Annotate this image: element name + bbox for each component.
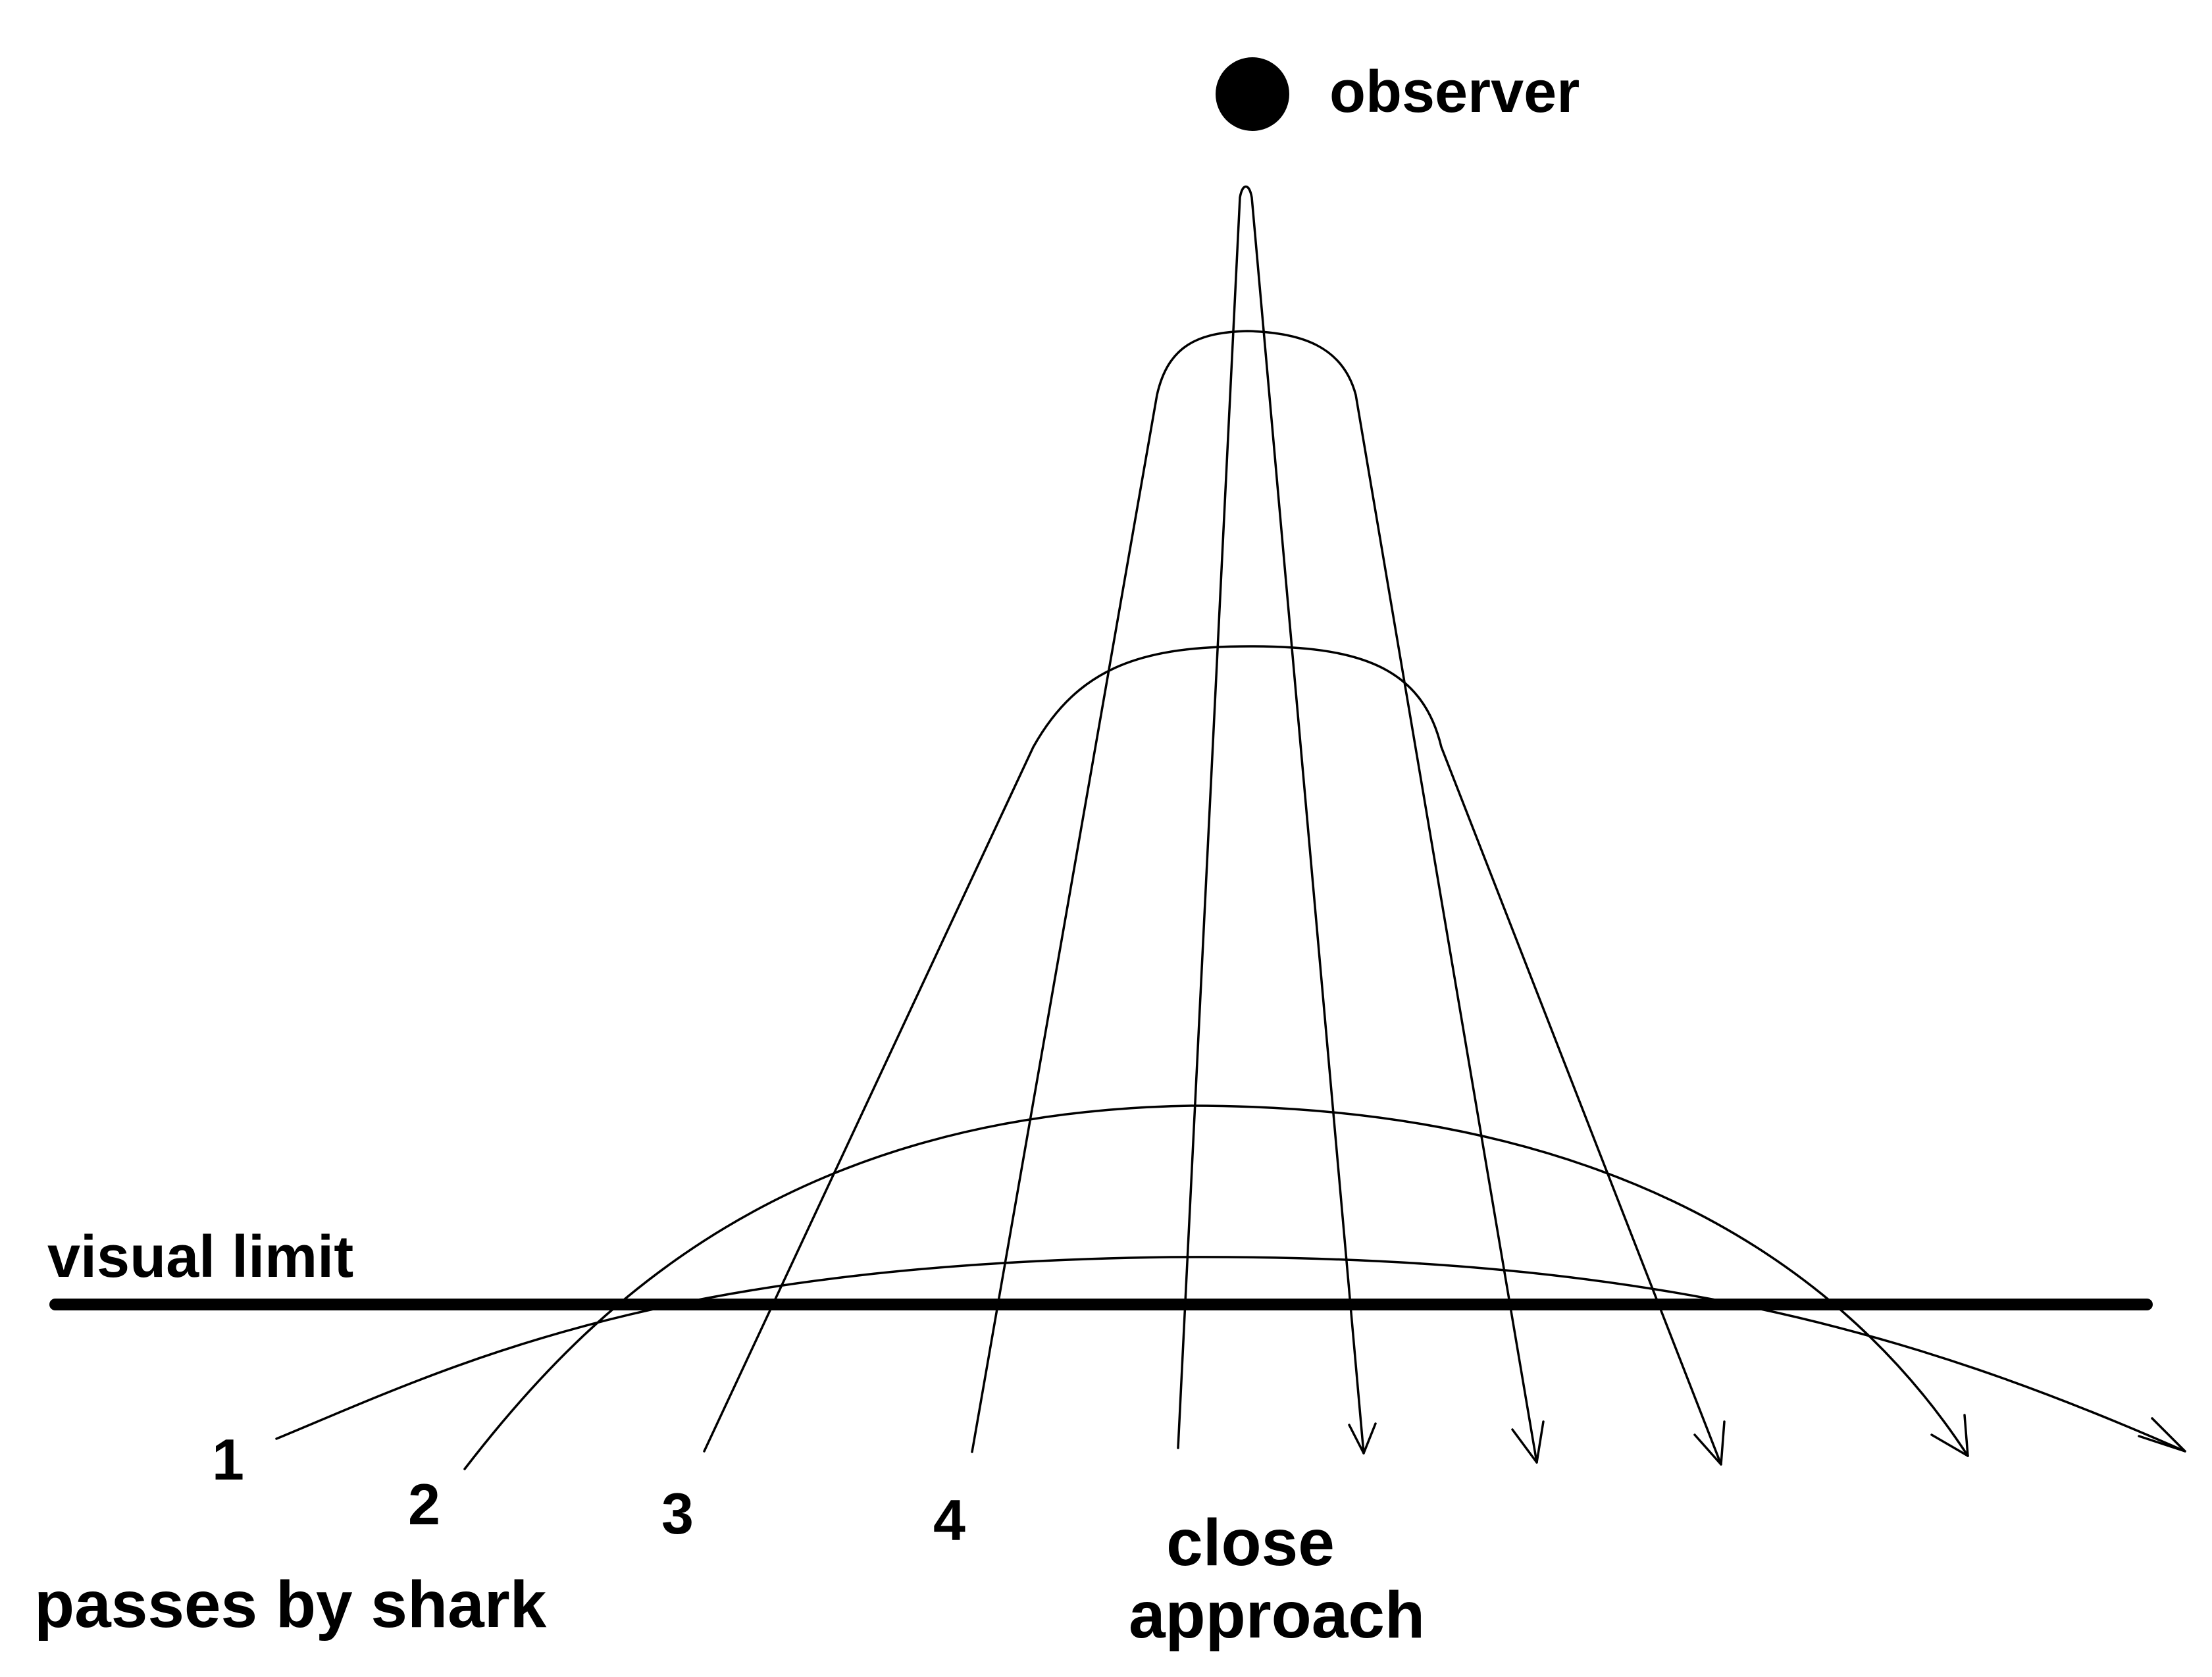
observer-marker: [1216, 57, 1289, 131]
visual-limit-label: visual limit: [47, 1224, 353, 1290]
close-approach-path: [1177, 185, 1365, 1455]
pass-4-arrowhead: [1511, 1420, 1545, 1464]
pass-2-path: [463, 1104, 1969, 1470]
pass-1-label: 1: [212, 1427, 244, 1492]
pass-2-arrowhead: [1930, 1414, 1969, 1457]
pass-2-label: 2: [408, 1472, 440, 1537]
pass-1-arrowhead: [2138, 1417, 2186, 1453]
observer-label: observer: [1329, 59, 1580, 125]
pass-3-arrowhead: [1693, 1420, 1726, 1466]
pass-1-path: [275, 1256, 2186, 1453]
pass-4-path: [971, 330, 1538, 1464]
passes-by-shark-caption: passes by shark: [34, 1568, 547, 1641]
pass-3-label: 3: [661, 1481, 694, 1546]
close-approach-arrowhead: [1348, 1422, 1377, 1455]
close-approach-label-line2: approach: [1129, 1578, 1425, 1652]
close-approach-label-line1: close: [1166, 1506, 1335, 1580]
pass-4-label: 4: [933, 1487, 965, 1553]
pass-3-path: [703, 645, 1722, 1466]
